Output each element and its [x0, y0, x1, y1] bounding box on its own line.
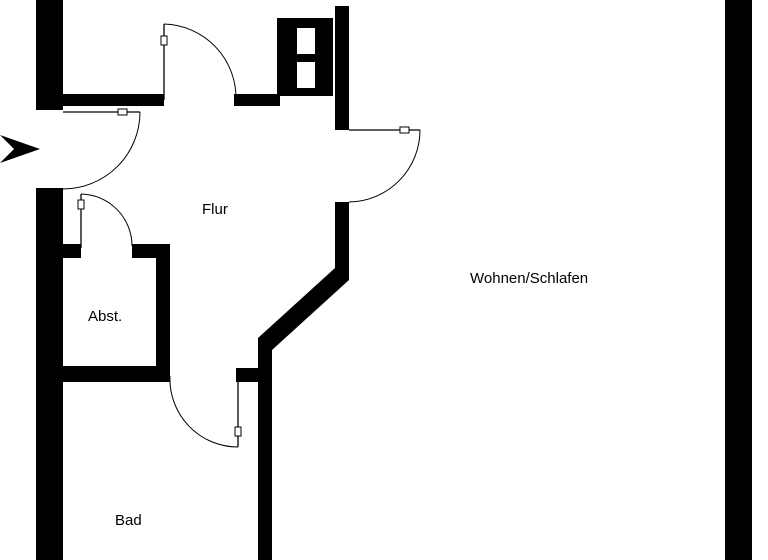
door-storage	[77, 193, 133, 248]
wall-storage-top-left	[63, 244, 81, 258]
wall-bad-top-left	[63, 366, 170, 382]
door-living-room	[348, 126, 421, 203]
wall-top-right	[234, 94, 280, 106]
room-label-abstellraum: Abst.	[88, 308, 122, 325]
room-label-wohnen-schlafen: Wohnen/Schlafen	[470, 270, 588, 287]
door-flur-top	[160, 23, 237, 101]
arrowhead-icon	[0, 135, 40, 163]
room-label-flur: Flur	[202, 201, 228, 218]
shaft-void-lower	[297, 62, 315, 88]
shaft-void-upper	[297, 28, 315, 54]
wall-flur-living-upper	[335, 6, 349, 130]
wall-left-upper	[36, 0, 63, 110]
wall-bad-top-right	[236, 368, 272, 382]
wall-right	[725, 0, 752, 560]
wall-bad-living	[258, 338, 272, 560]
wall-left-lower	[36, 188, 63, 560]
wall-diagonal	[258, 268, 349, 350]
doors	[62, 23, 421, 448]
door-entrance	[62, 108, 141, 190]
door-bathroom	[169, 374, 242, 448]
wall-flur-living-lower	[335, 202, 349, 280]
wall-top-left	[63, 94, 164, 106]
walls	[36, 0, 752, 560]
wall-storage-right	[156, 244, 170, 374]
room-label-bad: Bad	[115, 512, 142, 529]
